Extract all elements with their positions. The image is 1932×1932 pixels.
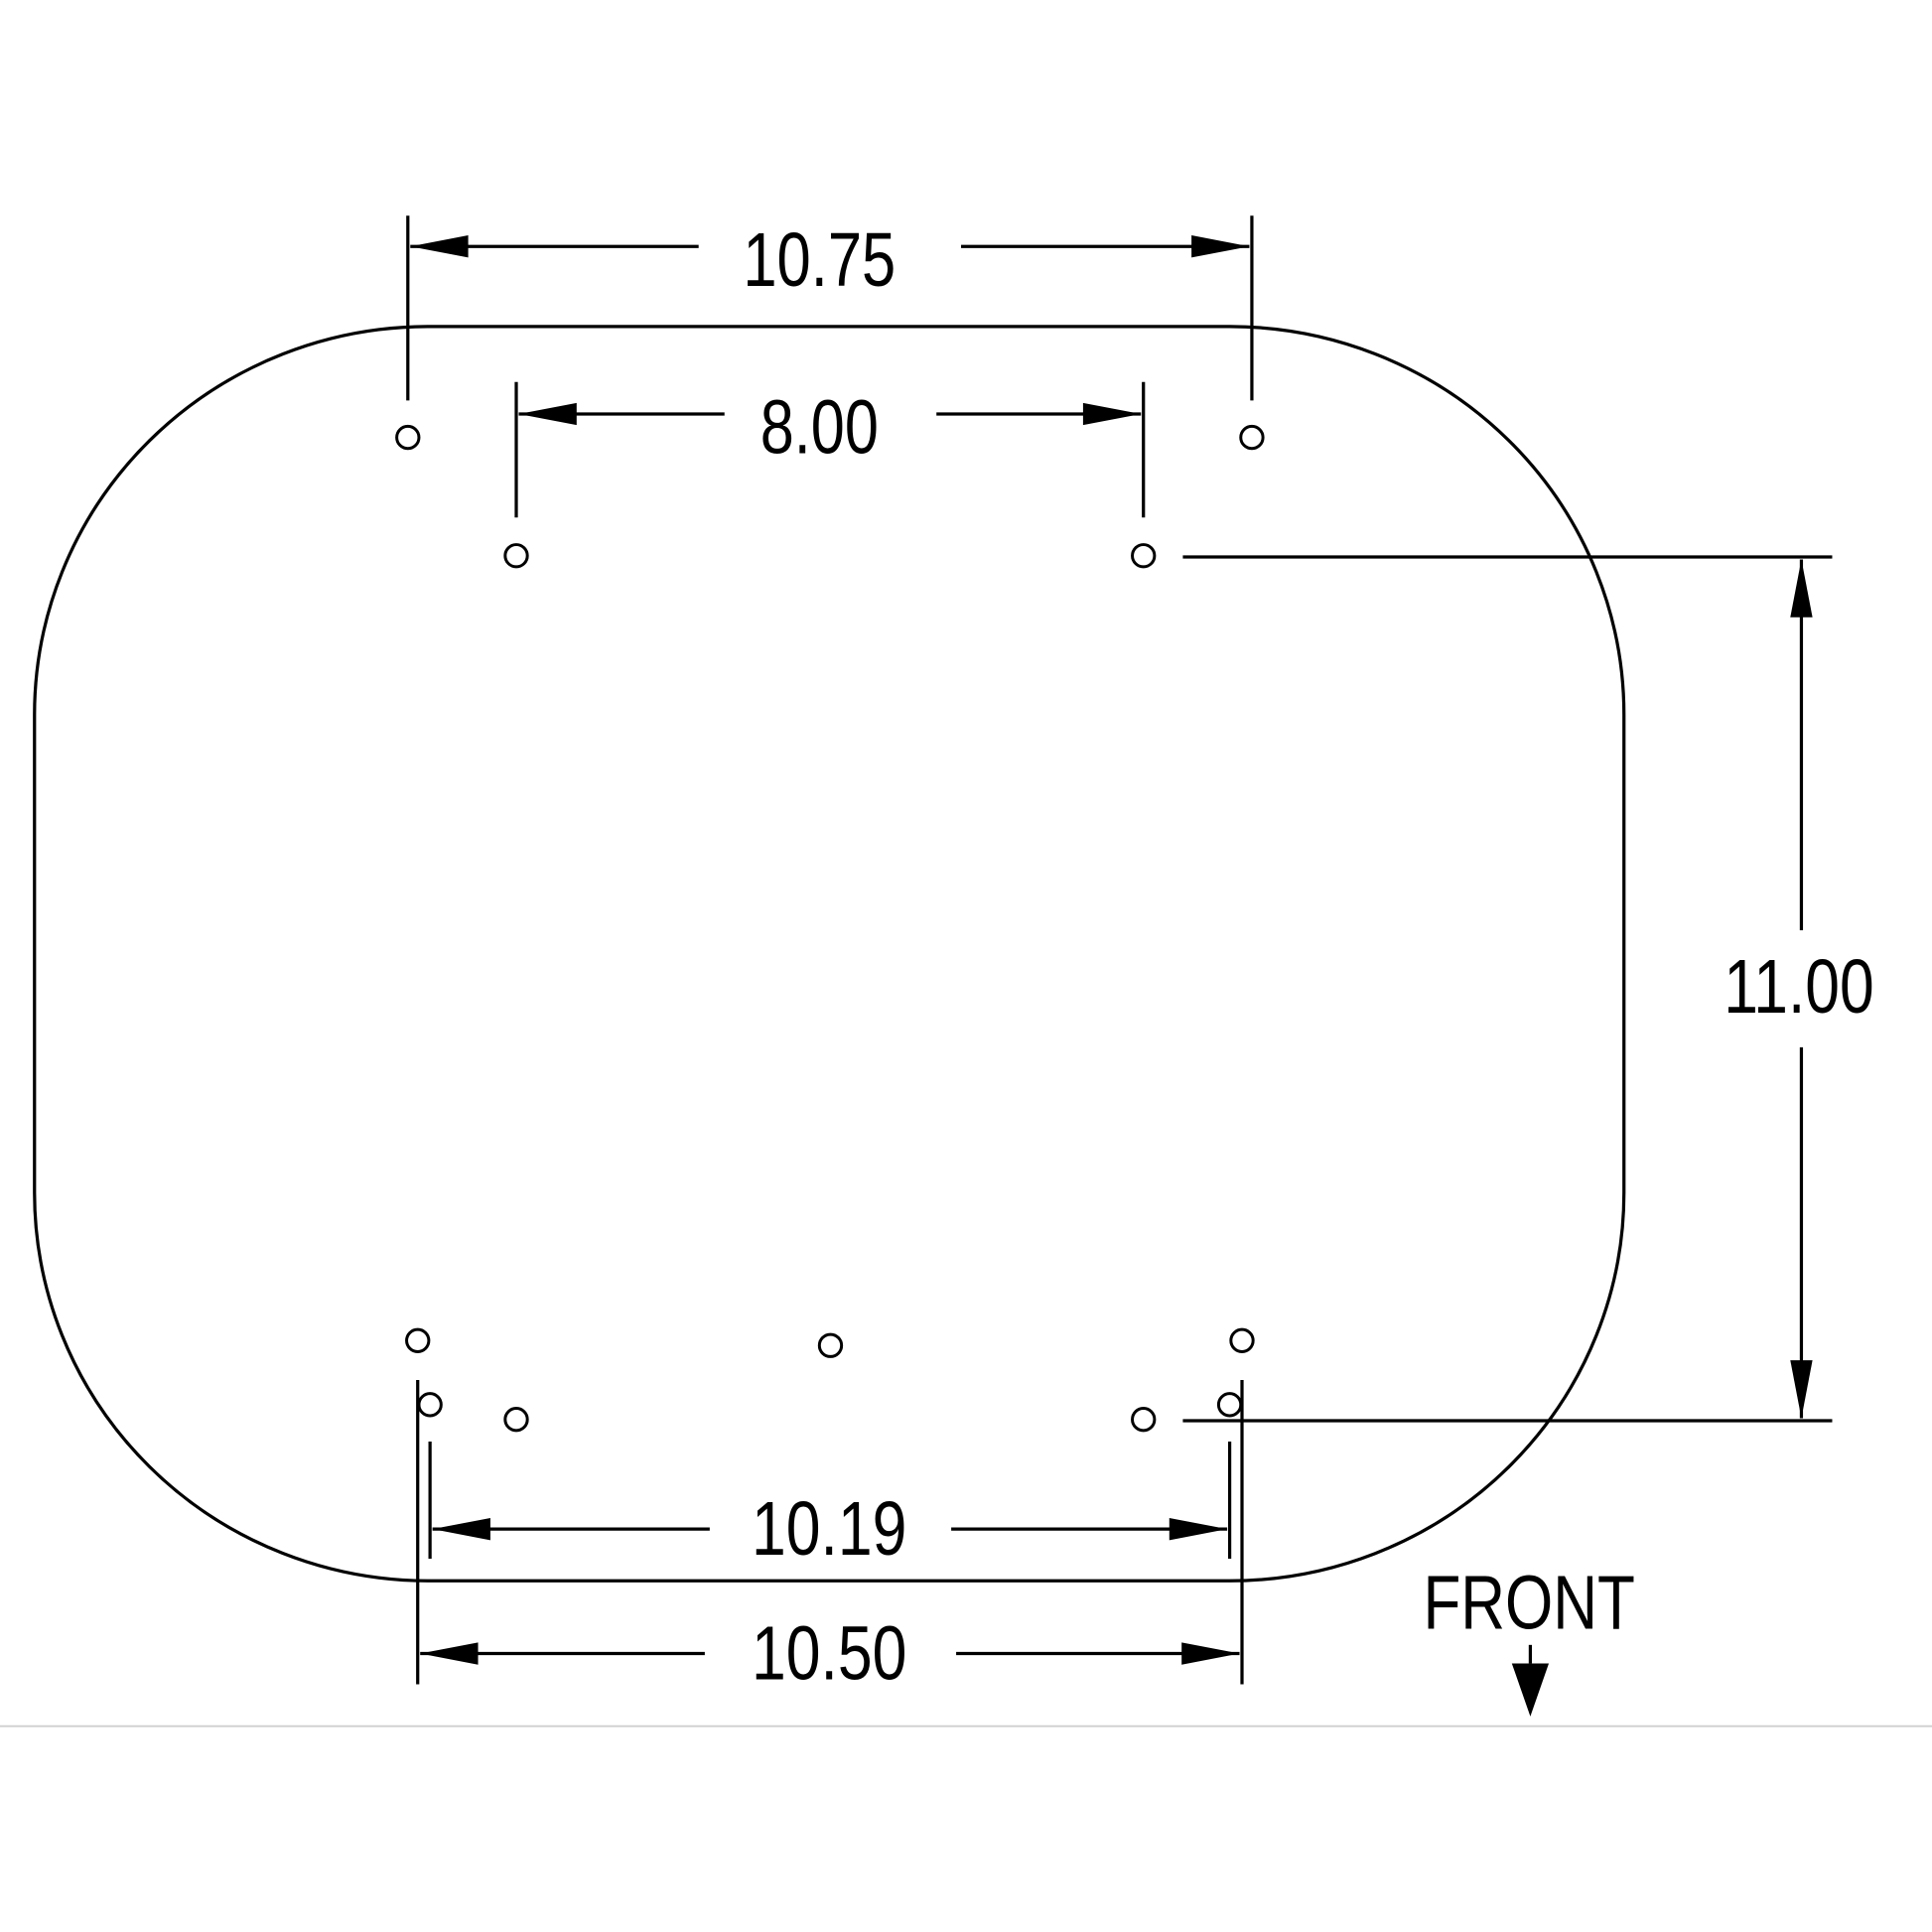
dimension-label: 10.50 [752,1611,906,1697]
hole [503,543,529,569]
dimension-label: 8.00 [760,385,879,471]
dimension-side-height: 11.00 [1182,555,1874,1423]
hole [417,1392,443,1418]
hole [405,1327,431,1353]
dimension-top-inner: 8.00 [514,381,1146,518]
dimension-label: 10.75 [743,217,896,303]
hole [1216,1392,1243,1418]
dimension-label: 10.19 [752,1486,906,1572]
dimension-bottom-inner: 10.19 [428,1442,1232,1572]
hole [503,1407,529,1433]
front-label: FRONT [1423,1561,1634,1646]
hole [817,1332,844,1358]
hole [1239,424,1265,451]
hole [1131,1407,1157,1433]
front-indicator: FRONT [1423,1561,1635,1717]
dimension-top-outer: 10.75 [406,215,1254,401]
dimension-bottom-outer: 10.50 [416,1380,1244,1697]
hole [1229,1327,1255,1353]
arrow-down-icon [1511,1663,1550,1717]
hole [1131,543,1157,569]
dimension-label: 11.00 [1724,944,1873,1030]
plate-outline [33,325,1626,1583]
mounting-holes [395,424,1265,1433]
hole [395,424,421,451]
